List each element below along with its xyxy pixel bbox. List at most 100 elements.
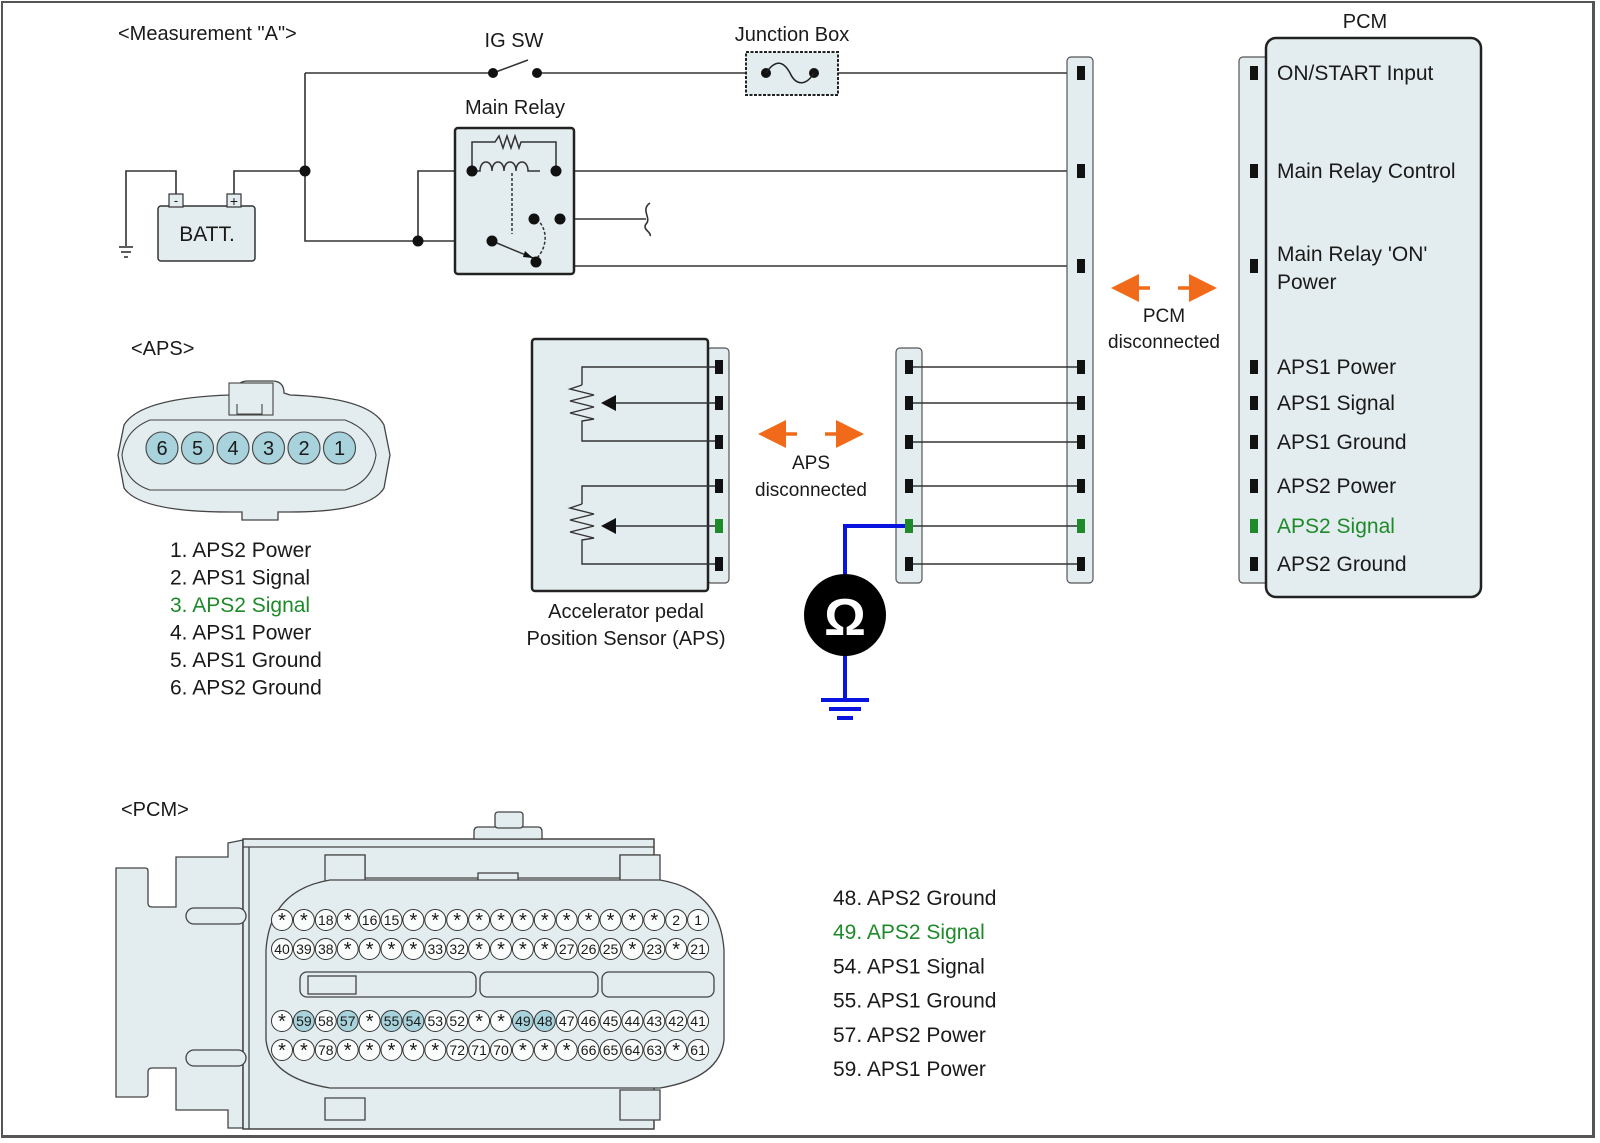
pcm-pin-number: 45 [603, 1013, 619, 1029]
pcm-pin-number: 61 [690, 1042, 706, 1058]
pcm-pin [336, 938, 359, 960]
pcm-terminal-pin [1250, 396, 1258, 410]
pcm-pin [555, 1010, 578, 1032]
pcm-pin [292, 1039, 315, 1061]
pcm-pin [424, 909, 447, 931]
pcm-pin [292, 938, 315, 960]
aps-connector-title: <APS> [131, 338, 194, 360]
pcm-terminal-label: Main Relay Control [1277, 160, 1456, 183]
unused-pin-star-icon: * [453, 910, 461, 932]
ignition-switch: IG SW [485, 30, 544, 78]
aps-pin-list-item: 4. APS1 Power [170, 622, 311, 645]
unused-pin-star-icon: * [300, 1040, 308, 1062]
pcm-pin-number: 52 [449, 1013, 465, 1029]
aps-pin-number: 4 [227, 438, 238, 460]
unused-pin-star-icon: * [629, 910, 637, 932]
pcm-pin [490, 938, 512, 960]
pcm-label: PCM [1343, 11, 1387, 33]
pcm-pin [402, 938, 425, 960]
aps-pin-number: 1 [334, 438, 345, 460]
pcm-pin [468, 1039, 491, 1061]
unused-pin-star-icon: * [672, 939, 680, 961]
pcm-pin [490, 1039, 512, 1061]
battery-label: BATT. [179, 223, 235, 246]
pcm-pin-list-item: 59. APS1 Power [833, 1058, 986, 1081]
unused-pin-star-icon: * [344, 910, 352, 932]
pcm-pin [402, 1010, 425, 1032]
pcm-pin [446, 1039, 469, 1061]
unused-pin-star-icon: * [519, 1040, 527, 1062]
unused-pin-star-icon: * [410, 910, 418, 932]
aps-sensor-label-1: Accelerator pedal [548, 601, 704, 623]
pcm-pin-number: 70 [493, 1042, 509, 1058]
pcm-terminal-pin [1250, 66, 1258, 80]
pcm-pin-number: 54 [406, 1013, 422, 1029]
pcm-pin-number: 44 [625, 1013, 641, 1029]
pcm-pin [358, 909, 381, 931]
pcm-harness-connector [1066, 56, 1094, 584]
pcm-pin-number: 66 [581, 1042, 597, 1058]
pcm-connector-face [115, 811, 725, 1130]
pcm-pin [380, 1039, 403, 1061]
aps-pin [216, 431, 250, 465]
pcm-pin [380, 1010, 403, 1032]
pcm-terminal-pin [1250, 360, 1258, 374]
pcm-pin [577, 1039, 600, 1061]
pcm-terminal-label: APS2 Power [1277, 475, 1396, 498]
pcm-pin [358, 1039, 381, 1061]
pcm-pin-list-item: 55. APS1 Ground [833, 990, 996, 1013]
unused-pin-star-icon: * [607, 910, 615, 932]
pcm-pin [577, 1010, 600, 1032]
pcm-pin-number: 27 [559, 941, 575, 957]
pcm-pin [533, 938, 556, 960]
pcm-pin [446, 1010, 469, 1032]
pcm-pin-number: 55 [384, 1013, 400, 1029]
aps-pin-list-item: 3. APS2 Signal [170, 594, 310, 617]
pcm-pin-number: 57 [340, 1013, 356, 1029]
pcm-pin-number: 53 [428, 1013, 444, 1029]
battery: - + BATT. [157, 193, 256, 262]
pcm-pin-number: 26 [581, 941, 597, 957]
unused-pin-star-icon: * [497, 939, 505, 961]
pcm-terminal-pin [1250, 479, 1258, 493]
unused-pin-star-icon: * [278, 910, 286, 932]
pcm-pin [621, 909, 644, 931]
pcm-pin [621, 1039, 644, 1061]
pcm-pin [621, 938, 644, 960]
unused-pin-star-icon: * [278, 1040, 286, 1062]
pcm-pin [292, 1010, 315, 1032]
pcm-pin [665, 909, 688, 931]
aps-disconnected-label-2: disconnected [755, 480, 867, 501]
pcm-pin [511, 909, 534, 931]
pcm-pin [446, 938, 469, 960]
unused-pin-star-icon: * [278, 1011, 286, 1033]
pcm-pin-list-item: 48. APS2 Ground [833, 887, 996, 910]
aps-pin-list-item: 1. APS2 Power [170, 539, 311, 562]
pcm-terminal-label: APS2 Signal [1277, 515, 1395, 538]
aps-disconnected-indicator: APS disconnected [755, 420, 867, 501]
pcm-pin [533, 1039, 556, 1061]
aps-sensor: Accelerator pedal Position Sensor (APS) [527, 337, 730, 650]
pcm-terminal-label: APS1 Power [1277, 356, 1396, 379]
unused-pin-star-icon: * [300, 910, 308, 932]
pcm-pin [402, 1039, 425, 1061]
pcm-pin-number: 48 [537, 1013, 553, 1029]
battery-pos-label: + [230, 193, 238, 209]
aps-pin-number: 5 [192, 438, 203, 460]
pcm-terminal-pin [1250, 435, 1258, 449]
pcm-pin-number: 2 [672, 912, 680, 928]
pcm-pin [643, 938, 666, 960]
ig-switch-label: IG SW [485, 30, 544, 52]
pcm-terminal-label: Main Relay 'ON' [1277, 243, 1427, 266]
pcm-pin [665, 1039, 688, 1061]
aps-pin [145, 431, 179, 465]
unused-pin-star-icon: * [366, 939, 374, 961]
unused-pin-star-icon: * [629, 939, 637, 961]
unused-pin-star-icon: * [563, 1040, 571, 1062]
aps-pin-list-item: 2. APS1 Signal [170, 567, 310, 590]
